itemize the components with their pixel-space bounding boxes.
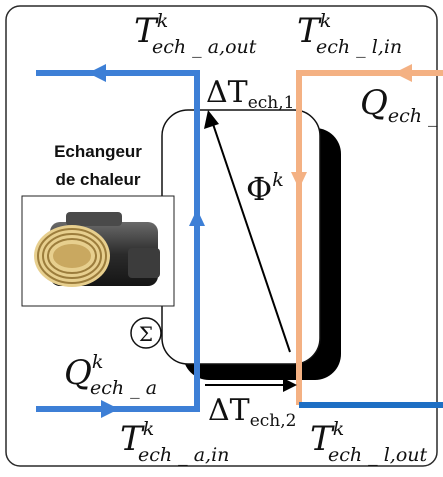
- caption-line1: Echangeur: [54, 142, 142, 161]
- sigma-symbol-icon: Σ: [139, 322, 153, 346]
- caption-line2: de chaleur: [55, 170, 140, 189]
